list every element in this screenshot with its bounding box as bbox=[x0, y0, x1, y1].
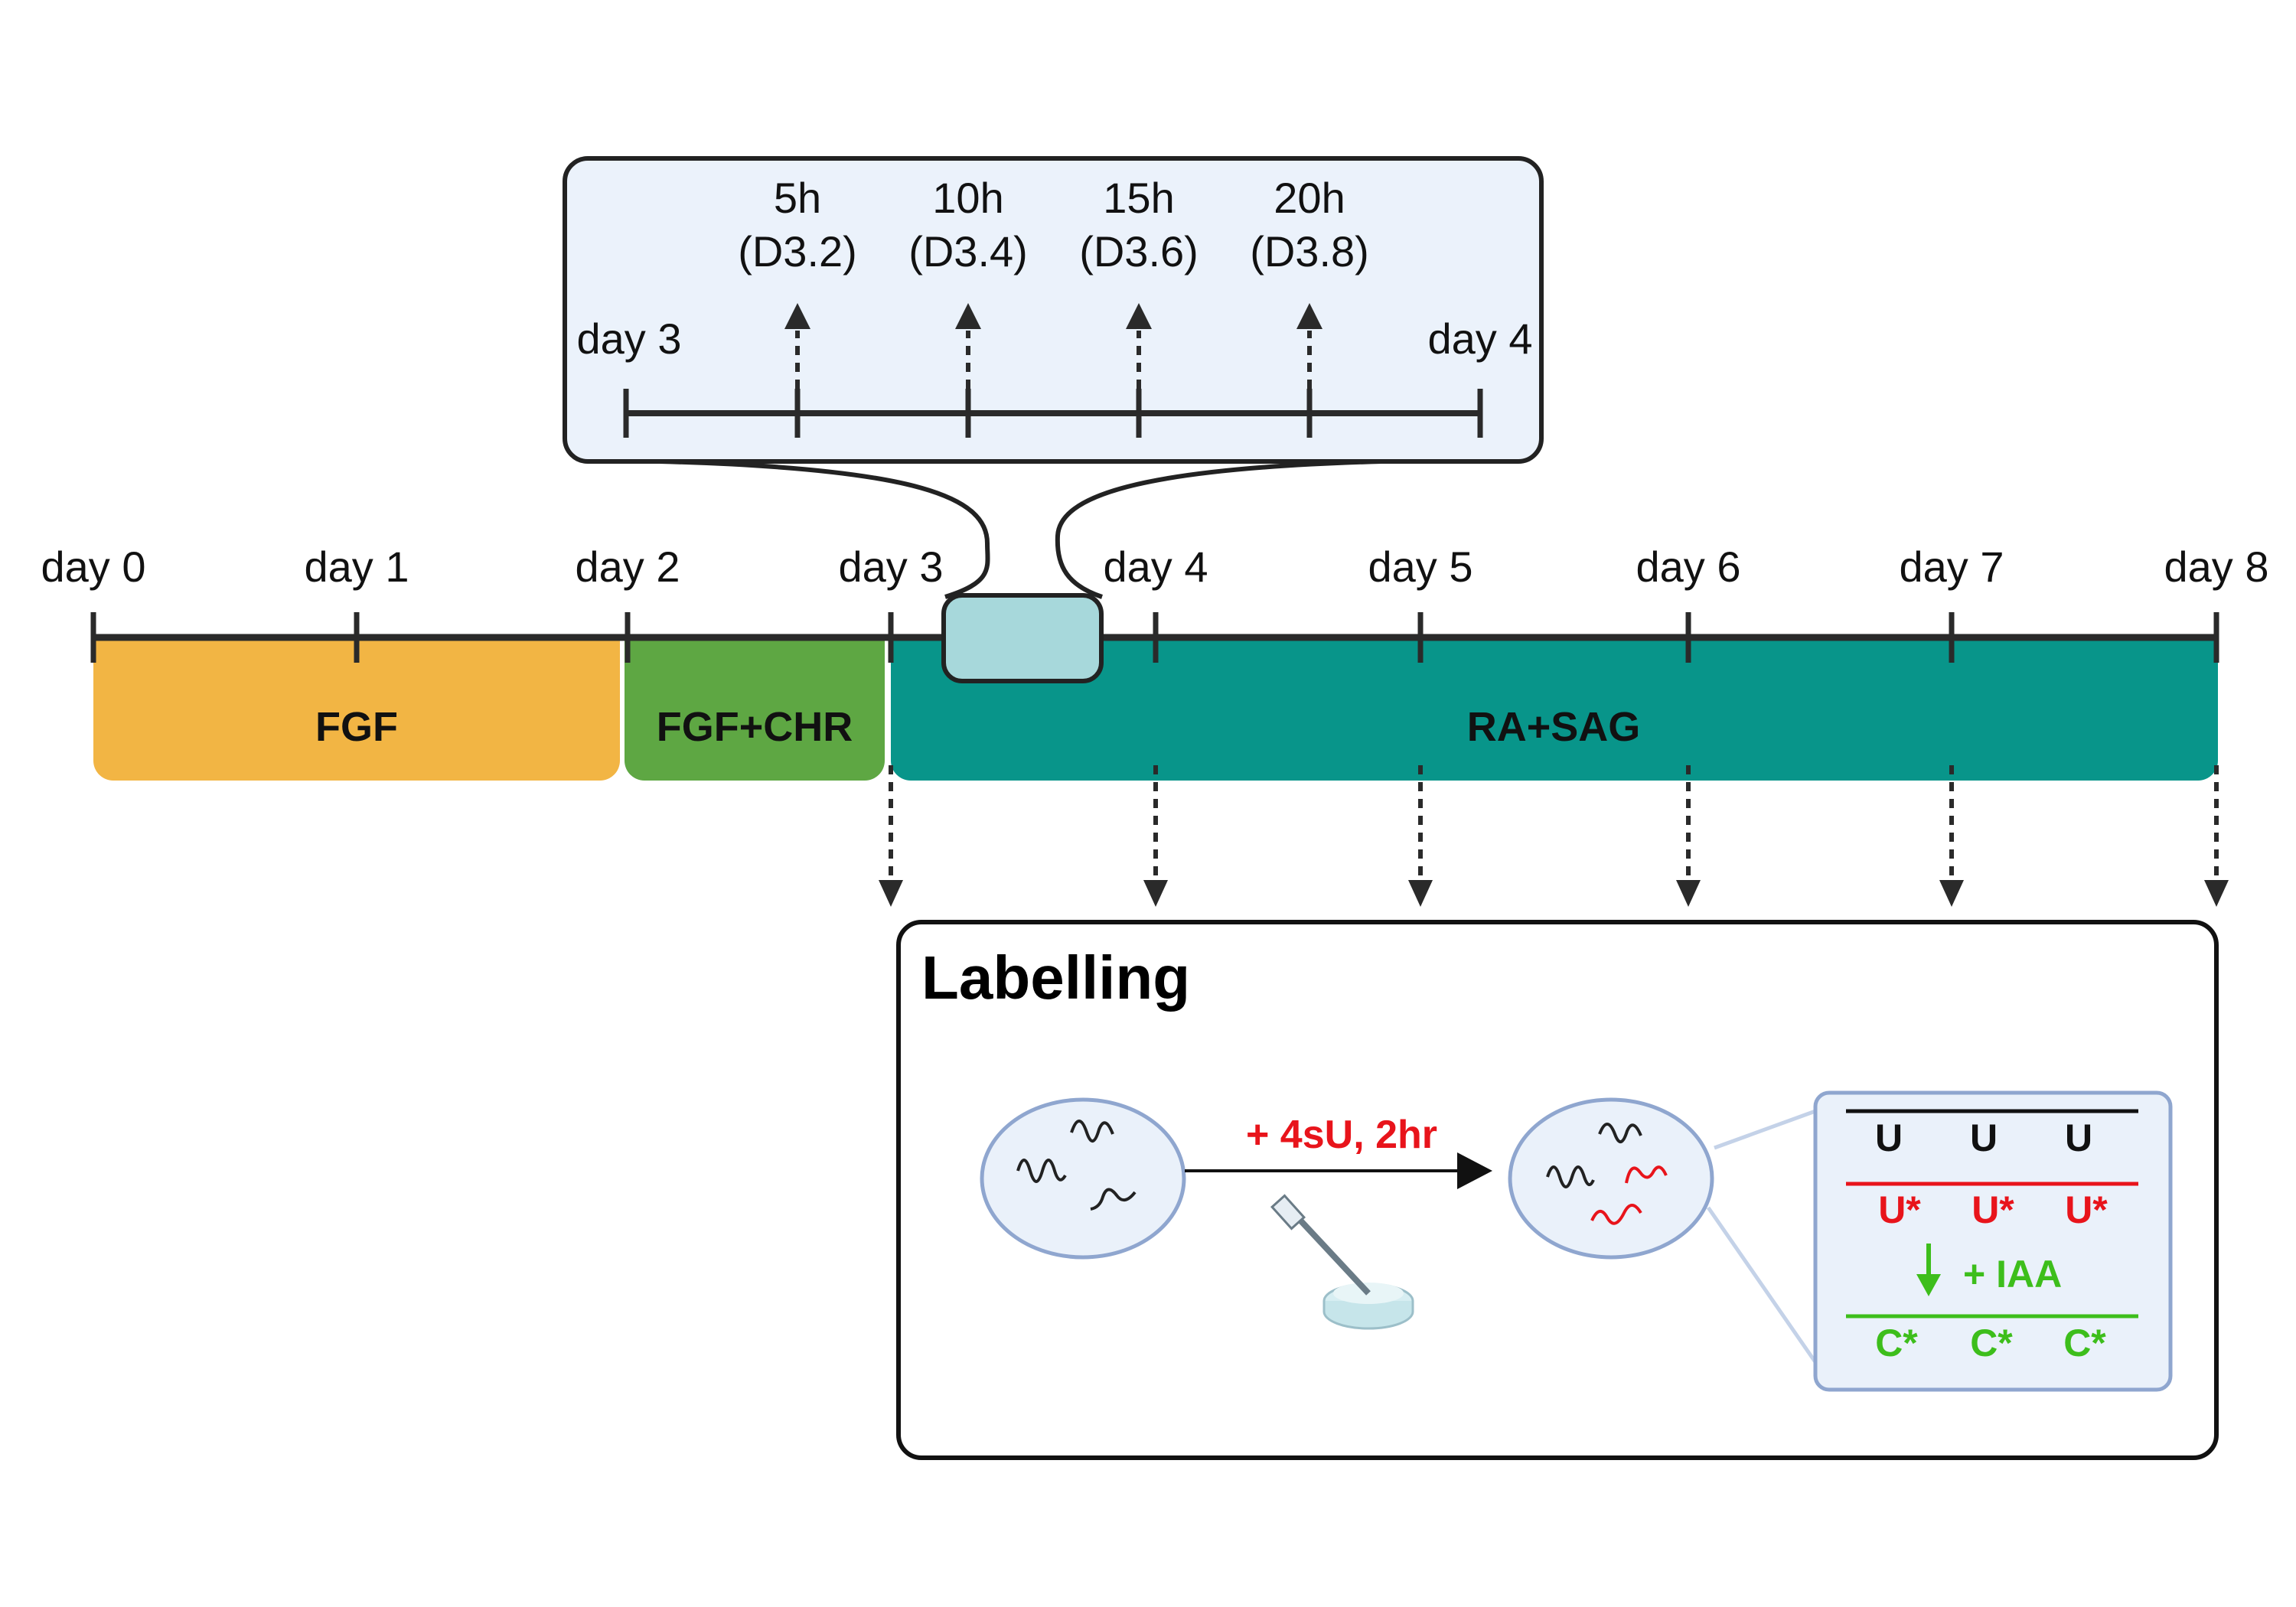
rna-strand-icon bbox=[1070, 1120, 1114, 1143]
arrow-up-icon bbox=[784, 303, 810, 329]
base-c-star: C* bbox=[1970, 1322, 2013, 1364]
base-u-star: U* bbox=[2065, 1188, 2108, 1231]
cell-unlabelled bbox=[980, 1097, 1186, 1260]
day-label-3: day 3 bbox=[839, 543, 944, 591]
inset-sampling-arrows bbox=[784, 303, 1322, 389]
phase-bar-ra-sag-top bbox=[891, 639, 2218, 685]
inset-timepoint-day: (D3.2) bbox=[738, 227, 857, 275]
day-label-8: day 8 bbox=[2164, 543, 2269, 591]
base-c-star: C* bbox=[1875, 1322, 1918, 1364]
arrow-down-icon bbox=[1939, 880, 1964, 907]
inset-timepoint-hours: 5h bbox=[774, 174, 821, 222]
rna-strand-icon bbox=[1090, 1188, 1137, 1211]
base-u: U bbox=[1875, 1116, 1903, 1159]
rna-strand-icon bbox=[1598, 1123, 1642, 1143]
pipette-dish-icon bbox=[1270, 1194, 1414, 1330]
day-label-0: day 0 bbox=[41, 543, 146, 591]
zoom-inset-box bbox=[563, 156, 1544, 464]
rna-strand-icon bbox=[1546, 1165, 1595, 1188]
arrow-down-icon bbox=[1143, 880, 1168, 907]
zoom-connector bbox=[659, 459, 1382, 599]
zoom-ray bbox=[1714, 1109, 1816, 1150]
zoom-ray bbox=[1706, 1206, 1818, 1364]
inset-ticks bbox=[623, 389, 1483, 438]
inset-timepoint-hours: 15h bbox=[1103, 174, 1174, 222]
inset-timepoint-day: (D3.8) bbox=[1250, 227, 1369, 275]
day-label-4: day 4 bbox=[1104, 543, 1208, 591]
day-label-2: day 2 bbox=[576, 543, 680, 591]
inset-start-label: day 3 bbox=[577, 315, 682, 363]
base-u-star: U* bbox=[1878, 1188, 1921, 1231]
arrow-up-icon bbox=[1126, 303, 1152, 329]
arrow-head-icon bbox=[1457, 1152, 1492, 1189]
down-arrow-head-icon bbox=[1916, 1274, 1941, 1296]
arrow-up-icon bbox=[955, 303, 981, 329]
base-c-star: C* bbox=[2063, 1322, 2106, 1364]
inset-end-label: day 4 bbox=[1428, 315, 1533, 363]
main-timeline-ticks bbox=[90, 612, 2219, 663]
labelled-rna-strand-icon bbox=[1625, 1165, 1668, 1184]
inset-timepoint-day: (D3.4) bbox=[908, 227, 1028, 275]
phase-bar-fgf-chr-top bbox=[625, 639, 885, 685]
inset-timepoint-hours: 20h bbox=[1274, 174, 1345, 222]
arrow-down-icon bbox=[2204, 880, 2229, 907]
sampling-arrows bbox=[879, 765, 2229, 907]
arrow-down-icon bbox=[879, 880, 903, 907]
base-u: U bbox=[1970, 1116, 1998, 1159]
labelling-title: Labelling bbox=[921, 944, 1190, 1012]
phase-label-fgf: FGF bbox=[315, 704, 398, 750]
conversion-reagent: + IAA bbox=[1963, 1253, 2062, 1296]
day-label-1: day 1 bbox=[305, 543, 409, 591]
rna-strand-icon bbox=[1016, 1159, 1067, 1183]
arrow-up-icon bbox=[1296, 303, 1322, 329]
arrow-down-icon bbox=[1676, 880, 1701, 907]
cell-labelled bbox=[1508, 1097, 1714, 1260]
base-u: U bbox=[2065, 1116, 2092, 1159]
arrow-down-icon bbox=[1408, 880, 1433, 907]
phase-label-fgf-chr: FGF+CHR bbox=[657, 704, 853, 750]
inset-timepoint-day: (D3.6) bbox=[1079, 227, 1199, 275]
zoom-window bbox=[941, 593, 1104, 683]
treatment-label: + 4sU, 2hr bbox=[1246, 1113, 1437, 1157]
labelled-rna-strand-icon bbox=[1590, 1204, 1642, 1225]
base-u-star: U* bbox=[1971, 1188, 2014, 1231]
day-label-6: day 6 bbox=[1636, 543, 1741, 591]
inset-timepoint-hours: 10h bbox=[932, 174, 1003, 222]
day-label-5: day 5 bbox=[1368, 543, 1473, 591]
day-label-7: day 7 bbox=[1900, 543, 2004, 591]
phase-label-ra-sag: RA+SAG bbox=[1467, 704, 1641, 750]
